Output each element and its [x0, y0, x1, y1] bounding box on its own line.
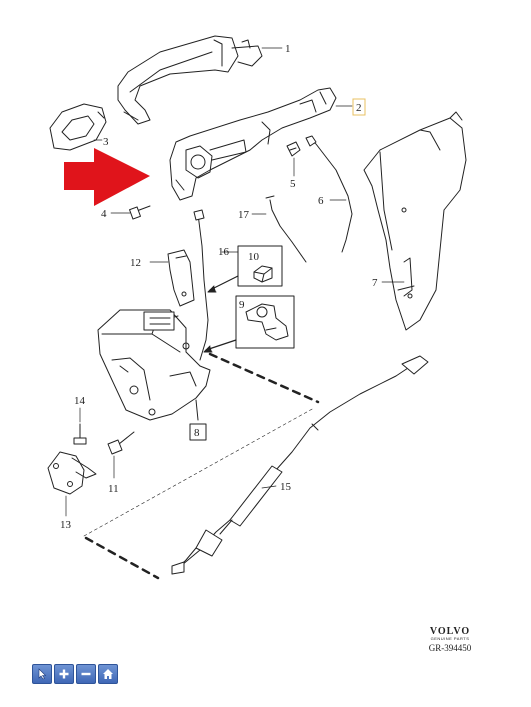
select-cursor-icon: [38, 668, 47, 680]
part-6-rod: [305, 135, 353, 253]
callout-3: 3: [103, 136, 109, 148]
callout-13: 13: [60, 519, 72, 531]
zoom-out-button[interactable]: [76, 664, 96, 684]
part-9-detail-box: [203, 295, 295, 353]
part-12-bracket: [167, 249, 195, 307]
diagram-code: GR-394450: [428, 643, 472, 653]
part-7-cover-shield: [363, 111, 467, 331]
callout-7: 7: [372, 277, 378, 289]
callout-16: 16: [218, 246, 230, 258]
part-3-handle-cap: [49, 103, 107, 151]
callout-2-highlight: [352, 98, 366, 116]
zoom-in-button[interactable]: [54, 664, 74, 684]
callout-14: 14: [74, 395, 86, 407]
kit-boundary-thin: [83, 407, 315, 537]
part-11-screw: [107, 431, 135, 455]
callout-17: 17: [238, 209, 250, 221]
callout-2: 2: [356, 102, 362, 114]
callout-12: 12: [130, 257, 141, 269]
callout-5: 5: [290, 178, 296, 190]
part-5-nut: [286, 141, 301, 157]
callout-6: 6: [318, 195, 324, 207]
part-1-door-handle: [117, 35, 263, 125]
kit-boundary-dashed: [84, 352, 320, 580]
home-icon: [103, 669, 113, 679]
part-15-cable: [171, 355, 429, 575]
part-10-detail-box: [207, 245, 283, 293]
callout-10: 10: [248, 251, 260, 263]
callout-1: 1: [285, 43, 291, 55]
callout-11: 11: [108, 483, 119, 495]
callout-15: 15: [280, 481, 292, 493]
brand-subtitle: GENUINE PARTS: [430, 636, 470, 641]
part-14-screw: [73, 423, 87, 445]
home-button[interactable]: [98, 664, 118, 684]
part-13-striker: [47, 451, 97, 495]
part-16-link-rod: [193, 209, 209, 361]
part-4-screw: [129, 205, 151, 220]
callout-8: 8: [194, 427, 200, 439]
leader-lines: [65, 47, 405, 517]
brand-block: VOLVO GENUINE PARTS GR-394450: [410, 626, 490, 653]
callout-9: 9: [239, 299, 245, 311]
part-2-handle-frame: [169, 87, 337, 201]
callout-4: 4: [101, 208, 107, 220]
red-arrow: [64, 148, 150, 206]
viewer-toolbar: [32, 664, 118, 684]
zoom-in-icon: [59, 669, 69, 679]
zoom-out-icon: [81, 672, 91, 676]
part-17-cable: [265, 195, 307, 263]
part-8-label-box: [189, 423, 207, 441]
volvo-logo: VOLVO: [429, 626, 471, 637]
part-8-lock-actuator: [97, 309, 211, 421]
select-button[interactable]: [32, 664, 52, 684]
